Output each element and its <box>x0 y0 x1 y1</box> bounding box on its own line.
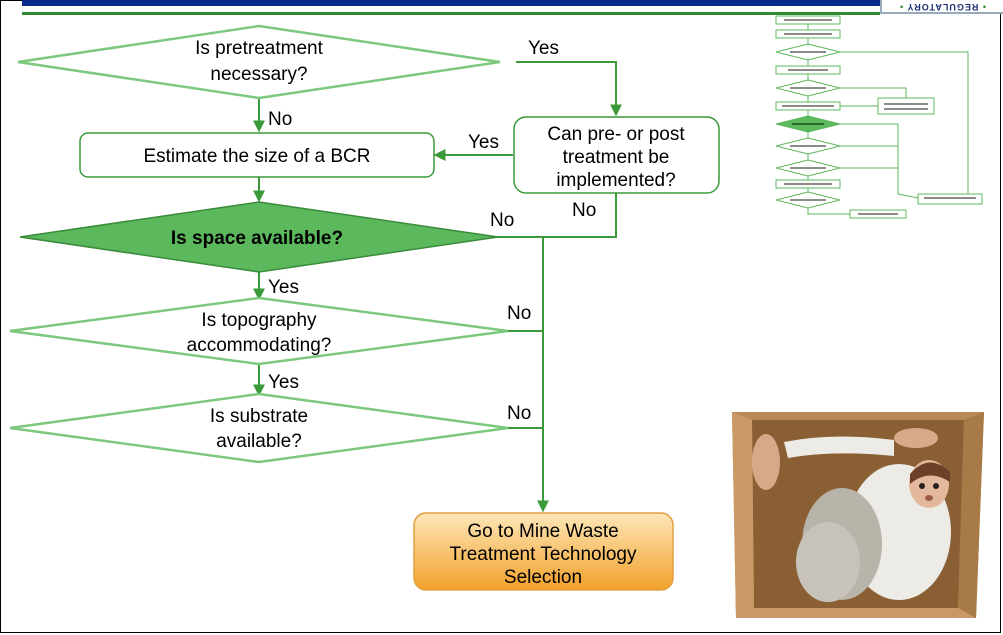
space-label: Is space available? <box>171 228 343 249</box>
edge-label-space-no: No <box>490 210 514 231</box>
decision-pretreatment <box>17 24 501 100</box>
goto-line1: Go to Mine Waste <box>467 521 618 542</box>
pretreatment-line2: necessary? <box>210 64 307 85</box>
edge-label-prepost-yes: Yes <box>468 132 499 153</box>
edge-pretreat-yes <box>516 61 622 117</box>
flowchart-thumbnail <box>775 15 983 219</box>
decision-topography <box>9 296 509 366</box>
photo-person-in-box <box>724 412 994 618</box>
decision-space <box>19 201 499 273</box>
goto-line2: Treatment Technology <box>450 544 637 565</box>
topo-line2: accommodating? <box>187 335 332 356</box>
estimate-label: Estimate the size of a BCR <box>143 146 370 167</box>
edge-label-topo-yes: Yes <box>268 372 299 393</box>
header-rule <box>22 12 880 15</box>
prepost-line2: treatment be <box>563 147 670 168</box>
decision-substrate <box>9 392 509 464</box>
process-estimate-bcr <box>79 132 435 178</box>
pretreatment-line1: Is pretreatment <box>195 38 323 59</box>
prepost-line3: implemented? <box>556 170 675 191</box>
edge-label-pretreat-no: No <box>268 109 292 130</box>
topo-line1: Is topography <box>201 310 317 331</box>
photo-illustration <box>724 412 994 618</box>
header-bar <box>22 0 880 6</box>
edge-label-pretreat-yes: Yes <box>528 38 559 59</box>
goto-line3: Selection <box>504 567 582 588</box>
edge-prepost-no <box>543 193 617 238</box>
edge-label-prepost-no: No <box>572 200 596 221</box>
substrate-line2: available? <box>216 431 302 452</box>
substrate-line1: Is substrate <box>210 406 308 427</box>
edge-label-space-yes: Yes <box>268 277 299 298</box>
logo-badge: • REGULATORY • <box>880 0 1003 14</box>
terminal-goto <box>413 512 674 591</box>
decision-prepost-box <box>513 116 720 194</box>
prepost-line1: Can pre- or post <box>547 124 685 145</box>
edge-label-topo-no: No <box>507 303 531 324</box>
edge-label-substrate-no: No <box>507 403 531 424</box>
